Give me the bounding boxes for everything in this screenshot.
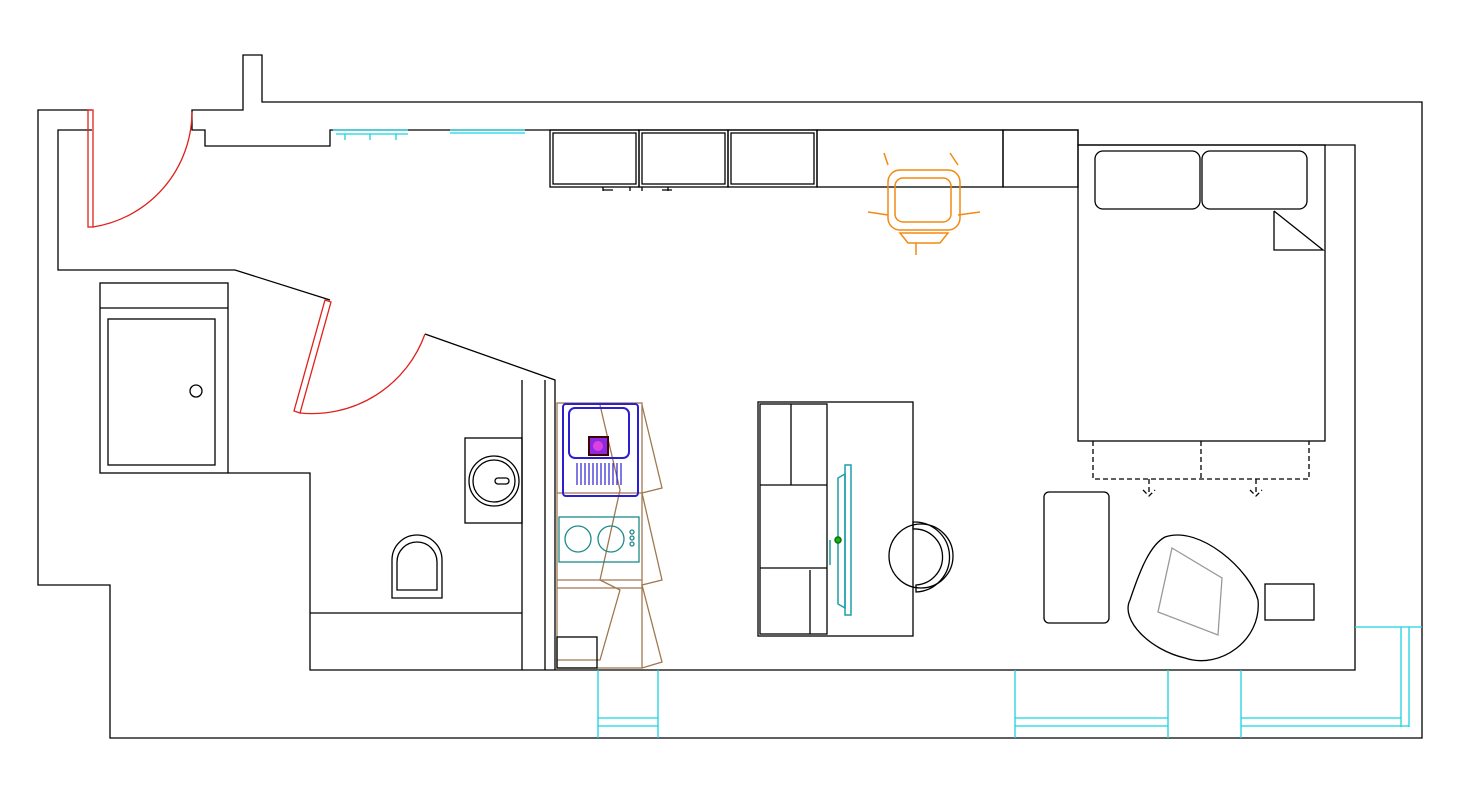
wall-cabinets bbox=[549, 129, 1079, 191]
pillow bbox=[1094, 150, 1201, 210]
bathroom-door[interactable] bbox=[293, 299, 426, 415]
bed bbox=[1077, 144, 1326, 497]
washbasin bbox=[464, 437, 523, 524]
shelving-unit bbox=[757, 401, 914, 637]
kitchen-cabinets bbox=[556, 402, 663, 669]
ottoman bbox=[1043, 491, 1110, 624]
fridge bbox=[556, 636, 598, 669]
armchair[interactable] bbox=[1127, 534, 1259, 662]
tv bbox=[829, 464, 852, 616]
entrance-door[interactable] bbox=[87, 109, 193, 228]
outer-walls bbox=[37, 54, 1423, 739]
side-table bbox=[1264, 583, 1315, 621]
shower bbox=[99, 282, 229, 474]
stool[interactable] bbox=[888, 521, 954, 593]
office-chair[interactable] bbox=[867, 152, 981, 255]
toilet bbox=[310, 534, 522, 614]
pillow bbox=[1201, 150, 1308, 210]
cooktop bbox=[558, 516, 640, 563]
oven bbox=[562, 403, 639, 497]
drain-icon bbox=[189, 384, 203, 398]
windows bbox=[333, 129, 1422, 738]
